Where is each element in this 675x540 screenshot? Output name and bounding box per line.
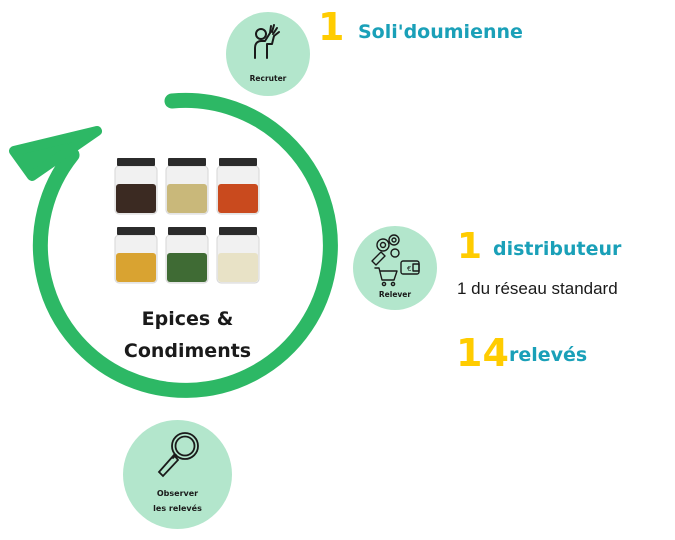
bay-leaf-jar: [165, 158, 209, 215]
category-title-line2: Condiments: [123, 340, 252, 362]
soli-count: 1: [318, 5, 345, 49]
paprika-jar: [216, 158, 260, 215]
step-relever: € Relever: [353, 226, 437, 310]
magnifier-icon: [157, 432, 199, 478]
svg-text:€: €: [407, 265, 411, 273]
black-pepper-jar: [114, 158, 158, 215]
spice-jars-image: [114, 158, 260, 284]
category-title-line1: Epices &: [141, 308, 234, 330]
garlic-jar: [216, 227, 260, 284]
herbs-jar: [165, 227, 209, 284]
step-recruter: Recruter: [226, 12, 310, 96]
distributeur-detail: 1 du réseau standard: [457, 279, 618, 298]
soli-label: Soli'doumienne: [358, 21, 523, 43]
step-label-observer-1: Observer: [156, 489, 199, 498]
cart-gears-icon: €: [371, 234, 420, 287]
step-observer: Observer les relevés: [123, 420, 232, 529]
step-label-observer-2: les relevés: [153, 504, 202, 513]
curry-jar: [114, 227, 158, 284]
distributeur-label: distributeur: [493, 238, 622, 260]
releves-label: relevés: [509, 344, 588, 366]
step-label-recruter: Recruter: [249, 74, 287, 83]
step-label-relever: Relever: [378, 290, 412, 299]
raised-hand-icon: [254, 24, 280, 59]
distributeur-count: 1: [457, 226, 483, 267]
releves-count: 14: [456, 331, 509, 375]
